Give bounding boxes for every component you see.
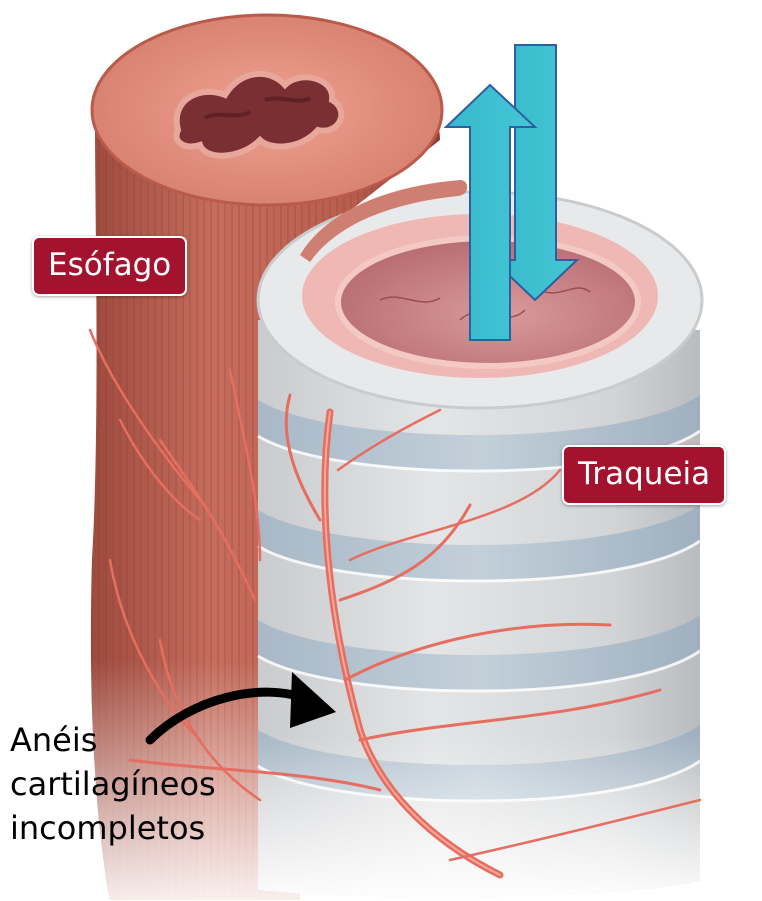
cartilage-rings-caption: Anéis cartilagíneos incompletos [10, 718, 260, 850]
trachea-label: Traqueia [562, 445, 726, 505]
caption-line-1: Anéis [10, 718, 260, 762]
caption-line-3: incompletos [10, 806, 260, 850]
esophagus-label: Esófago [32, 236, 187, 296]
caption-line-2: cartilagíneos [10, 762, 260, 806]
